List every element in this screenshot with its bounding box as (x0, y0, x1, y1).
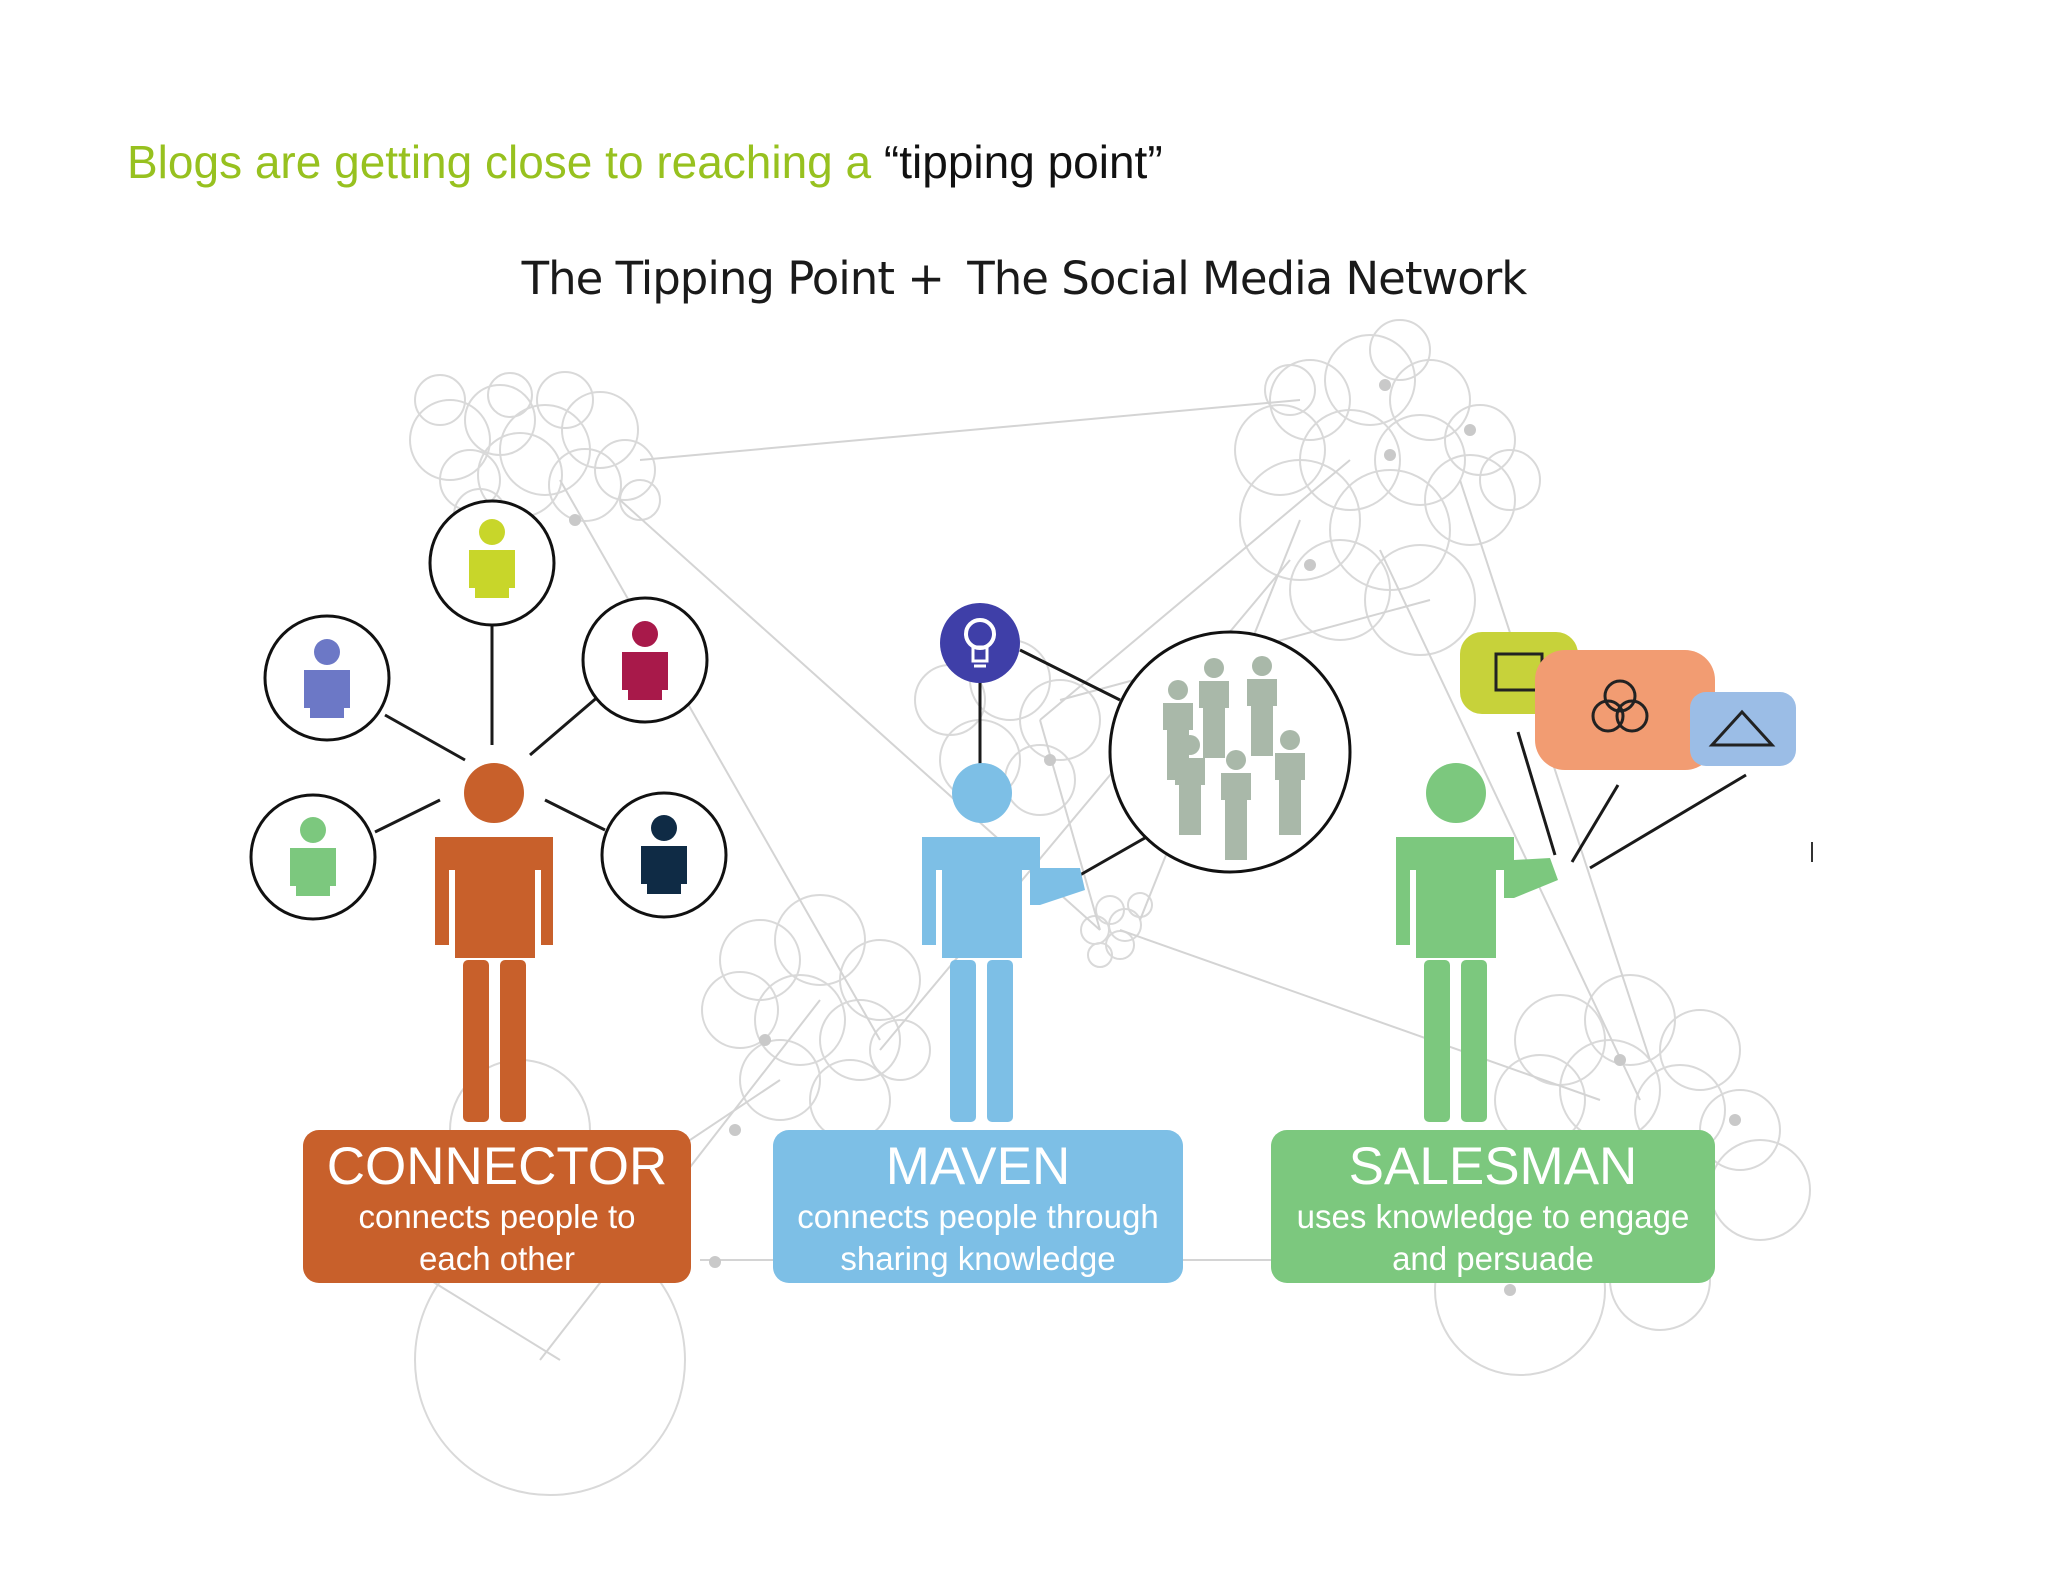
triangle-icon (1690, 692, 1796, 766)
salesman-desc-line2: and persuade (1392, 1240, 1594, 1277)
cluster-center-bottom (701, 894, 931, 1141)
salesman-links (1516, 731, 1747, 870)
maven-links (978, 648, 1151, 877)
connector-person-icon (435, 763, 553, 1122)
maven-label: MAVEN connects people through sharing kn… (773, 1130, 1183, 1283)
cluster-top-right (1234, 319, 1541, 656)
slide-title-text: Blogs are getting close to reaching a (127, 136, 872, 188)
cluster-small (1080, 892, 1153, 968)
connector-role-name: CONNECTOR (326, 1137, 668, 1196)
connector-links (374, 625, 606, 834)
contact-person-icon (263, 614, 391, 742)
contact-person-icon (600, 791, 728, 919)
maven-desc-line1: connects people through (797, 1198, 1159, 1235)
diagram-title: The Tipping Point + The Social Media Net… (0, 252, 2048, 305)
crowd-icon (1108, 630, 1352, 874)
connector-label: CONNECTOR connects people to each other (303, 1130, 691, 1283)
contact-person-icon (249, 793, 377, 921)
salesman-desc-line1: uses knowledge to engage (1296, 1198, 1690, 1235)
salesman-label: SALESMAN uses knowledge to engage and pe… (1271, 1130, 1715, 1283)
lightbulb-icon (940, 603, 1020, 683)
maven-desc-line2: sharing knowledge (840, 1240, 1116, 1277)
contact-person-icon (428, 499, 556, 627)
slide-title-quote: “tipping point” (883, 136, 1163, 188)
maven-person-icon (922, 763, 1085, 1122)
diagram-title-left: The Tipping Point + (521, 252, 945, 305)
salesman-role-name: SALESMAN (1348, 1137, 1638, 1196)
contact-person-icon (581, 596, 709, 724)
salesman-figure (1396, 632, 1813, 1122)
maven-role-name: MAVEN (885, 1137, 1071, 1196)
network-dots (569, 379, 1741, 1296)
connector-desc-line1: connects people to (358, 1198, 636, 1235)
connector-desc-line2: each other (419, 1240, 575, 1277)
social-network-background (409, 319, 1811, 1496)
connector-contacts (249, 499, 728, 921)
slide-title: Blogs are getting close to reaching a “t… (127, 132, 1163, 192)
diagram-title-right: The Social Media Network (967, 252, 1527, 305)
salesman-person-icon (1396, 763, 1558, 1122)
overlapping-circles-icon (1535, 650, 1715, 770)
cluster-top-left (409, 371, 661, 542)
connector-figure (249, 499, 728, 1122)
maven-figure (922, 603, 1352, 1122)
